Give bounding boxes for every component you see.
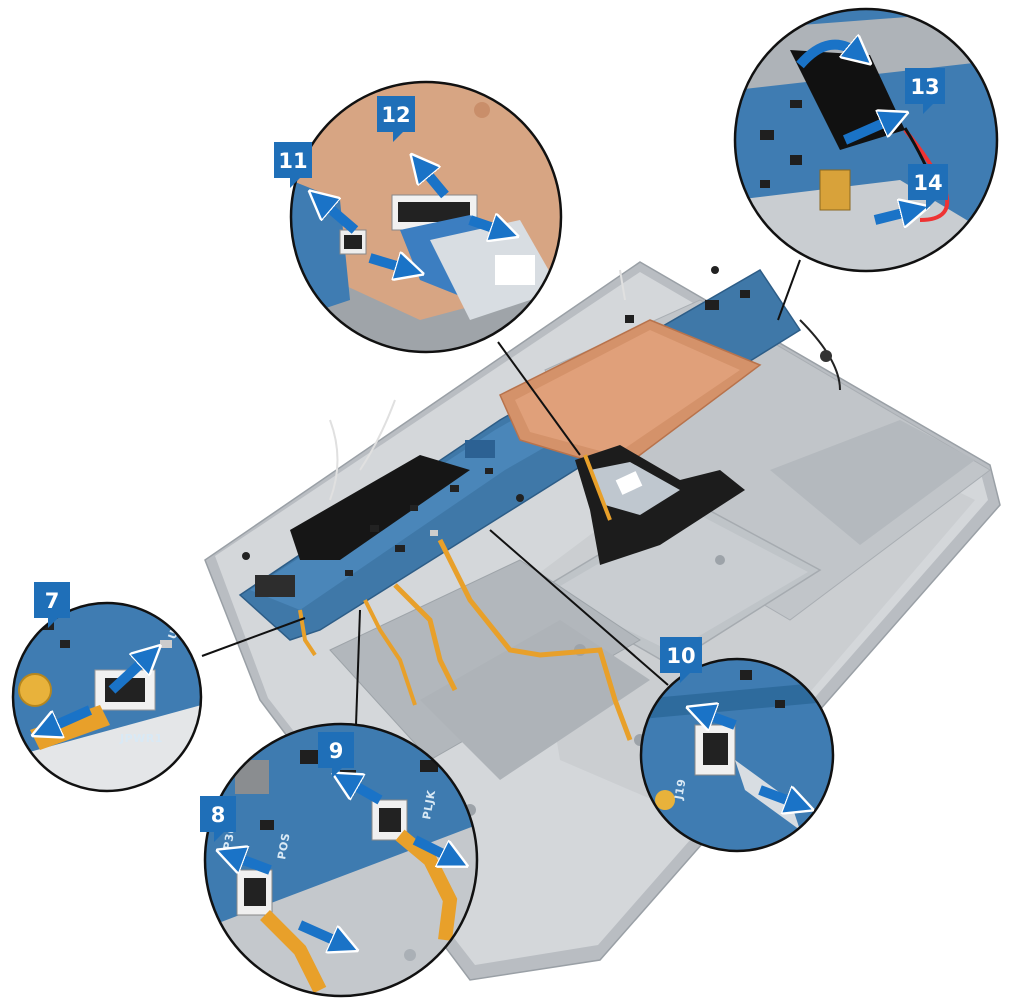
arrow-icon: [420, 165, 449, 199]
arrow-icon: [700, 712, 737, 725]
arrow-icon: [842, 118, 895, 145]
arrow-icon: [412, 835, 455, 860]
callout-8-9-io-connectors: JP300 POS PLJK: [203, 722, 479, 998]
callout-7-power-connector: JPWR1 U9A1: [11, 601, 203, 793]
silk-label-j19: J19: [672, 778, 689, 802]
antenna-cables: [329, 269, 841, 501]
step-badge-12-number: 12: [381, 103, 410, 127]
silk-label-pljk: PLJK: [420, 789, 438, 821]
step-badge-9: 9: [318, 732, 354, 778]
arrow-icon: [758, 785, 800, 805]
step-badge-10: 10: [660, 637, 702, 683]
callout-11-12-keyboard-connectors: [289, 80, 563, 354]
keyboard-cables: [575, 445, 745, 565]
step-badge-7: 7: [34, 582, 70, 628]
step-badge-10-number: 10: [666, 644, 695, 668]
arrow-icon: [230, 855, 272, 875]
step-badge-11: 11: [274, 142, 312, 188]
leader-lines: [201, 259, 801, 726]
step-badge-11-number: 11: [278, 149, 307, 173]
battery: [329, 559, 650, 780]
arrow-icon: [368, 258, 410, 270]
ssd-shield: [290, 455, 470, 560]
arrow-icon: [873, 210, 915, 220]
arrow-icon: [320, 200, 359, 234]
step-badge-8: 8: [200, 796, 236, 842]
arrow-icon: [45, 705, 93, 730]
callout-13-14-tape-and-coin-cell: [733, 7, 999, 273]
step-badge-8-number: 8: [211, 803, 226, 827]
arrow-icon: [345, 780, 383, 805]
step-badge-7-number: 7: [45, 589, 60, 613]
arrow-icon: [468, 220, 505, 232]
silk-label-jpwr1: JPWR1: [119, 732, 163, 745]
copper-heat-shield: [499, 319, 762, 471]
silk-label-pos: POS: [275, 832, 292, 861]
step-badge-9-number: 9: [329, 739, 344, 763]
board-components: [242, 266, 750, 597]
step-badge-14: 14: [908, 164, 948, 210]
step-badge-12: 12: [377, 96, 415, 142]
step-badge-13: 13: [905, 68, 945, 114]
step-badge-14-number: 14: [913, 171, 942, 195]
arrow-icon: [796, 45, 860, 69]
step-badge-13-number: 13: [910, 75, 939, 99]
callout-10-touchpad-connector: J19: [639, 657, 835, 853]
arrow-icon: [297, 920, 345, 945]
arrow-icon: [108, 655, 150, 694]
